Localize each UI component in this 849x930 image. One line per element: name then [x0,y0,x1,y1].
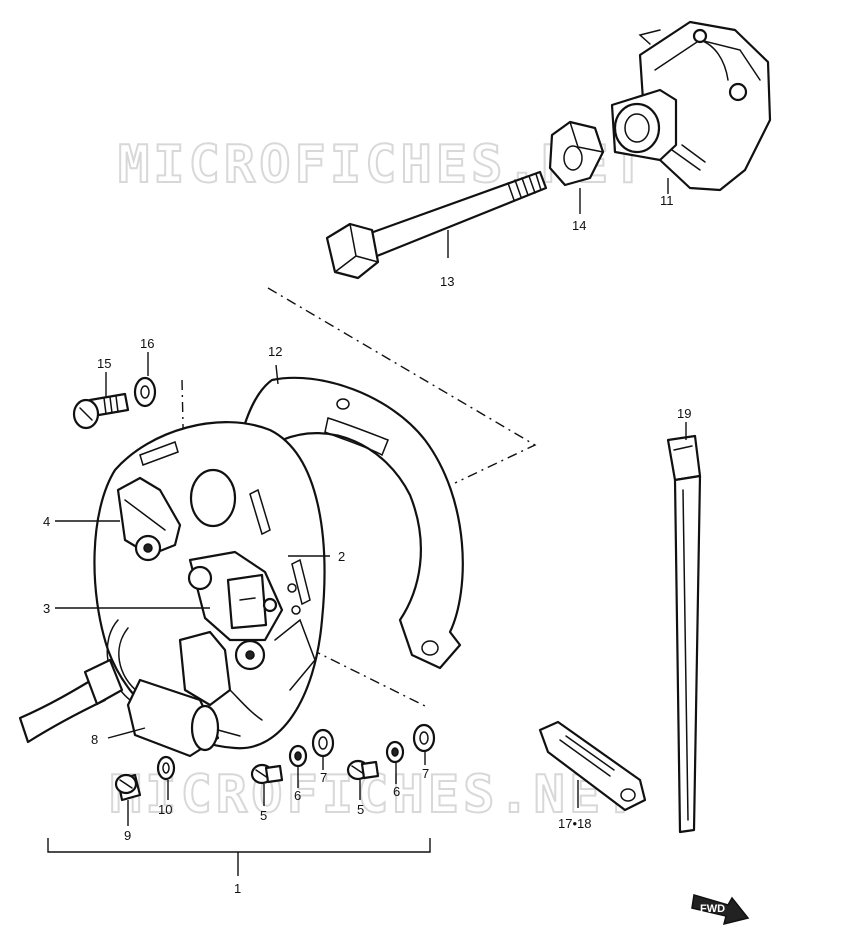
condenser-part-8 [18,658,241,758]
callout-5b: 5 [357,802,364,817]
washer-part-10 [156,755,176,781]
callout-17-18: 17•18 [558,816,591,831]
washer-part-7-b [412,723,436,753]
screw-part-5-b [346,759,380,781]
screw-part-15 [72,392,130,430]
contact-breaker-part-4 [116,476,182,562]
callout-7b: 7 [422,766,429,781]
lock-washer-part-6-b [385,740,405,764]
callout-7a: 7 [320,770,327,785]
washer-part-7-a [311,728,335,758]
leader-8 [107,727,146,739]
screw-part-5-a [250,763,284,785]
callout-5a: 5 [260,808,267,823]
callout-2: 2 [338,549,345,564]
callout-15: 15 [97,356,111,371]
alignment-line-plate [251,619,426,707]
callout-9: 9 [124,828,131,843]
coil-and-wiring [106,619,266,721]
screw-part-9 [114,773,142,802]
callout-4: 4 [43,514,50,529]
bolt-part-13 [325,170,548,280]
alignment-line [267,287,537,484]
callout-3: 3 [43,601,50,616]
callout-6b: 6 [393,784,400,799]
assembly-bracket [47,838,431,853]
callout-14: 14 [572,218,586,233]
leader-12 [275,364,279,385]
lock-washer-part-6-a [288,744,308,768]
forward-label: FWD [700,903,725,915]
callout-11: 11 [660,193,674,208]
callout-1: 1 [234,881,241,896]
callout-6a: 6 [294,788,301,803]
cable-tie-part-19 [666,434,702,834]
callout-13: 13 [440,274,454,289]
callout-8: 8 [91,732,98,747]
washer-part-16 [133,376,157,408]
advancer-unit-part-11 [610,20,772,192]
callout-12: 12 [268,344,282,359]
callout-10: 10 [158,802,172,817]
clamp-part-17-18 [538,720,647,812]
callout-16: 16 [140,336,154,351]
nut-part-14 [548,120,605,187]
callout-19: 19 [677,406,691,421]
point-assembly-part-3 [187,550,284,642]
forward-arrow-icon: FWD [691,894,750,926]
